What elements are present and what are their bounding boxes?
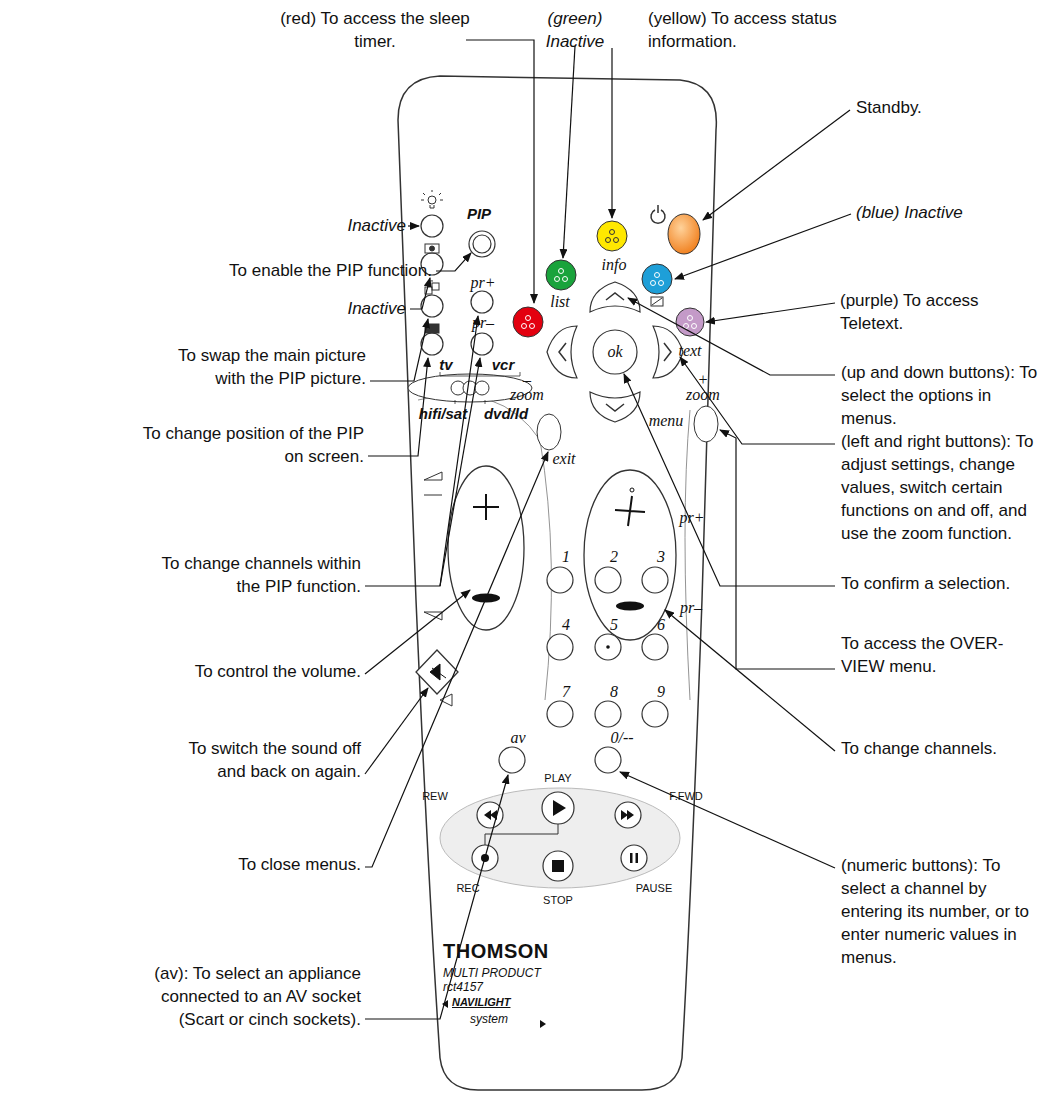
callout-text: (up and down buttons): To select the opt… xyxy=(841,361,1041,430)
callout-text: (left and right buttons): To adjust sett… xyxy=(841,430,1046,545)
button-label: info xyxy=(602,256,627,274)
button-label: PLAY xyxy=(544,772,571,784)
callout-text: (blue) Inactive xyxy=(856,201,1036,224)
callout-text: To switch the sound off and back on agai… xyxy=(161,737,361,783)
callout-text: NAVILIGHT xyxy=(452,996,510,1008)
callout-text: rct4157 xyxy=(443,980,483,994)
button-label: 1 xyxy=(562,548,570,566)
callout-text: (red) To access the sleep timer. xyxy=(280,7,470,53)
button-label: 5 xyxy=(610,616,618,634)
button-label: text xyxy=(678,342,701,360)
callout-text: To access the OVER- VIEW menu. xyxy=(841,632,1041,678)
callout-text: system xyxy=(470,1012,508,1026)
button-label: pr+ xyxy=(679,509,704,527)
callout-text: Inactive xyxy=(326,214,406,237)
callout-text: To control the volume. xyxy=(161,660,361,683)
callout-text: (av): To select an appliance connected t… xyxy=(121,962,361,1031)
callout-text: (green) Inactive xyxy=(530,7,620,53)
button-label: tv xyxy=(439,356,452,373)
button-label: 0/-- xyxy=(610,729,633,747)
callout-text: (numeric buttons): To select a channel b… xyxy=(841,854,1041,969)
callout-text: Standby. xyxy=(856,96,1006,119)
callout-text: To change channels within the PIP functi… xyxy=(136,552,361,598)
button-label: REW xyxy=(422,790,448,802)
button-label: exit xyxy=(552,450,575,468)
button-label: hifi/sat xyxy=(419,405,467,422)
callout-text: To change position of the PIP on screen. xyxy=(124,422,364,468)
callout-text: To swap the main picture with the PIP pi… xyxy=(151,344,366,390)
button-label: 3 xyxy=(657,548,665,566)
callout-text: Inactive xyxy=(326,297,406,320)
callout-text: (purple) To access Teletext. xyxy=(840,289,1040,335)
button-label: F.FWD xyxy=(669,790,703,802)
button-label: 6 xyxy=(657,616,665,634)
button-label: menu xyxy=(649,412,684,430)
callout-text: To close menus. xyxy=(161,853,361,876)
button-label: ok xyxy=(607,343,622,361)
callout-text: To change channels. xyxy=(841,737,1041,760)
button-label: 9 xyxy=(657,683,665,701)
button-label: zoom xyxy=(510,386,544,404)
button-label: 7 xyxy=(562,683,570,701)
callout-text: To confirm a selection. xyxy=(841,572,1041,595)
button-label: STOP xyxy=(543,894,573,906)
button-label: zoom xyxy=(686,386,720,404)
button-label: vcr xyxy=(492,356,515,373)
button-label: 8 xyxy=(610,683,618,701)
button-label: av xyxy=(510,729,525,747)
button-label: pr– xyxy=(680,599,702,617)
callout-text: MULTI PRODUCT xyxy=(443,966,541,980)
callout-text: To enable the PIP function. xyxy=(172,259,432,282)
button-label: PAUSE xyxy=(636,882,672,894)
button-label: REC xyxy=(456,882,479,894)
button-label: pr+ xyxy=(470,274,495,292)
button-label: pr– xyxy=(472,314,494,332)
callout-text: (yellow) To access status information. xyxy=(648,7,863,53)
button-label: PIP xyxy=(467,205,491,222)
button-label: 2 xyxy=(610,548,618,566)
button-label: dvd/ld xyxy=(484,405,528,422)
callout-text: THOMSON xyxy=(443,940,549,963)
button-label: 4 xyxy=(562,616,570,634)
button-label: list xyxy=(550,293,570,311)
